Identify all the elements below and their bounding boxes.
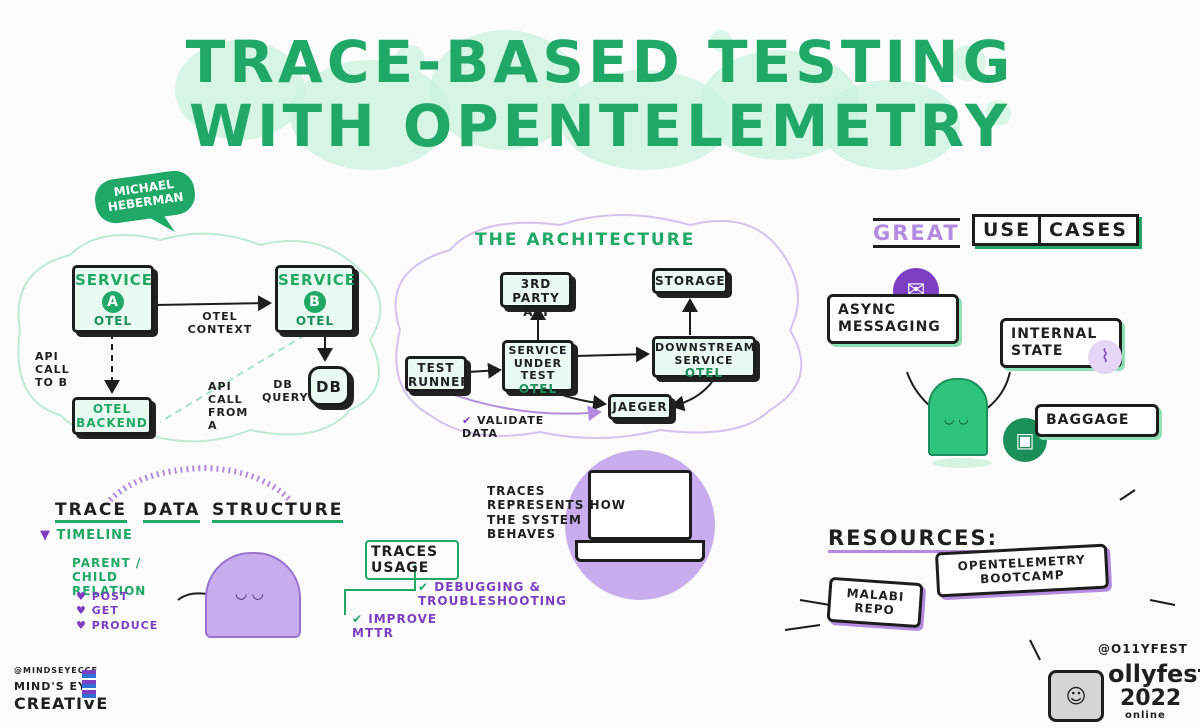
- laptop-icon: [588, 470, 692, 540]
- minds-eye-logo-icon: [82, 670, 96, 700]
- service-b-letter: B: [309, 294, 321, 311]
- ollyfest-handle: @O11YFEST: [1098, 642, 1188, 656]
- mttr-label: IMPROVE MTTR: [352, 612, 438, 640]
- baggage-bubble: BAGGAGE: [1035, 404, 1159, 437]
- debugging-label: DEBUGGING & TROUBLESHOOTING: [418, 580, 567, 608]
- mttr-item: ✔ IMPROVE MTTR: [352, 612, 447, 640]
- debugging-check-icon: ✔: [418, 580, 430, 594]
- validate-data-text: VALIDATE DATA: [462, 414, 545, 440]
- great-heading: GREAT: [873, 218, 960, 248]
- credit-brand-line-1: MIND'S EYE: [14, 680, 96, 693]
- relation-list: ♥ POST ♥ GET ♥ PRODUCE: [76, 590, 158, 633]
- service-a-letter-badge: A: [102, 291, 124, 314]
- async-messaging-bubble: ASYNC MESSAGING: [827, 294, 959, 344]
- service-a-otel: OTEL: [93, 314, 133, 329]
- speaker-name: MICHAEL HEBERMAN: [107, 176, 185, 215]
- sut-box: SERVICE UNDER TEST OTEL: [502, 340, 574, 396]
- storage-box: STORAGE: [652, 268, 728, 294]
- service-a-letter: A: [107, 294, 119, 311]
- relation-item-post-label: POST: [91, 590, 129, 603]
- test-runner-label: TEST RUNNER: [408, 361, 471, 389]
- state-icon: ⌇: [1088, 340, 1122, 374]
- service-a-label: SERVICE: [75, 271, 154, 289]
- baggage-label: BAGGAGE: [1046, 412, 1130, 428]
- jaeger-box: JAEGER: [608, 394, 672, 420]
- sut-label: SERVICE UNDER TEST: [508, 344, 568, 383]
- otel-backend-box: OTEL BACKEND: [72, 397, 152, 435]
- service-b-otel: OTEL: [295, 314, 335, 329]
- debugging-item: ✔ DEBUGGING & TROUBLESHOOTING: [418, 580, 588, 608]
- purple-character: ◡ ◡: [205, 552, 301, 638]
- green-character-shadow: [932, 458, 992, 468]
- timeline-label: TIMELINE: [56, 528, 133, 543]
- green-character-face: ◡ ◡: [944, 412, 969, 426]
- service-b-letter-badge: B: [304, 291, 326, 314]
- robot-icon: ☺: [1048, 670, 1104, 722]
- ollyfest-online: online: [1125, 710, 1166, 721]
- timeline-bullet-icon: ▼: [40, 528, 51, 543]
- ollyfest-year: 2022: [1120, 686, 1182, 711]
- resources-heading: RESOURCES:: [828, 526, 998, 553]
- green-character: ◡ ◡: [928, 378, 988, 456]
- jaeger-label: JAEGER: [612, 400, 668, 414]
- ollyfest-logo: ollyfest: [1108, 660, 1200, 688]
- internal-state-label: INTERNAL STATE: [1011, 326, 1098, 359]
- relation-item-get-label: GET: [91, 604, 119, 618]
- validate-check-icon: ✔: [462, 414, 478, 427]
- cases-heading: CASES: [1038, 214, 1139, 246]
- db-query-label: DB QUERY: [262, 378, 309, 404]
- otel-context-label: OTEL CONTEXT: [187, 310, 253, 336]
- async-messaging-label: ASYNC MESSAGING: [838, 302, 941, 335]
- storage-label: STORAGE: [655, 274, 726, 288]
- malabi-card: MALABI REPO: [826, 576, 924, 629]
- laptop-text: TRACES REPRESENTS HOW THE SYSTEM BEHAVES: [487, 484, 627, 542]
- purple-character-face: ◡ ◡: [235, 586, 264, 602]
- use-heading: USE: [972, 214, 1043, 246]
- service-b-box: SERVICE B OTEL: [275, 265, 355, 333]
- service-a-box: SERVICE A OTEL: [72, 265, 154, 333]
- malabi-label: MALABI REPO: [846, 586, 905, 618]
- downstream-otel: OTEL: [684, 366, 724, 381]
- laptop-base: [575, 540, 705, 562]
- trace-heading: TRACE: [55, 500, 127, 523]
- db-label: DB: [316, 378, 342, 396]
- downstream-box: DOWNSTREAM SERVICE OTEL: [652, 336, 756, 381]
- validate-data-label: ✔ VALIDATE DATA: [462, 414, 552, 440]
- timeline-item: ▼ TIMELINE: [40, 528, 133, 543]
- otel-backend-label: OTEL BACKEND: [76, 402, 148, 430]
- test-runner-box: TEST RUNNER: [405, 356, 470, 392]
- title-line-1: TRACE-BASED TESTING: [185, 28, 1015, 96]
- relation-item-produce-label: PRODUCE: [91, 618, 159, 632]
- third-party-api-box: 3RD PARTY API: [500, 272, 572, 318]
- data-heading: DATA: [143, 500, 201, 523]
- bootcamp-label: OPENTELEMETRY BOOTCAMP: [957, 552, 1086, 587]
- relation-label: PARENT / CHILD RELATION: [72, 556, 147, 598]
- service-b-label: SERVICE: [278, 271, 357, 289]
- sut-otel: OTEL: [518, 381, 558, 396]
- downstream-label: DOWNSTREAM SERVICE: [655, 341, 756, 367]
- traces-usage-heading: TRACES USAGE: [365, 540, 459, 581]
- mttr-check-icon: ✔: [352, 612, 364, 626]
- relation-item-get: ♥ GET: [76, 604, 119, 618]
- api-call-to-b-label: API CALL TO B: [35, 350, 70, 389]
- relation-item-post: ♥ POST: [76, 590, 129, 603]
- relation-item-produce: ♥ PRODUCE: [76, 618, 159, 632]
- db-cylinder: DB: [308, 366, 350, 406]
- bootcamp-card: OPENTELEMETRY BOOTCAMP: [934, 543, 1110, 598]
- structure-heading: STRUCTURE: [212, 500, 344, 523]
- third-party-api-label: 3RD PARTY API: [512, 277, 560, 319]
- architecture-heading: THE ARCHITECTURE: [475, 230, 696, 250]
- api-call-from-a-label: API CALL FROM A: [208, 380, 249, 432]
- credit-handle: @MINDSEYECCF: [14, 666, 98, 675]
- title-line-2: WITH OPENTELEMETRY: [189, 92, 1011, 160]
